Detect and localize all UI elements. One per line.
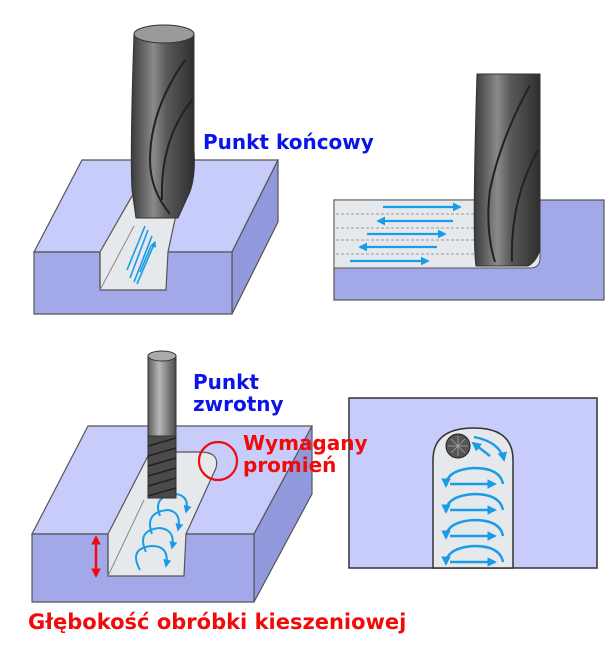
panel-side-milling-section xyxy=(333,73,605,301)
zigzag-arrows xyxy=(126,225,156,285)
turn-point-label-line2: zwrotny xyxy=(193,392,284,416)
required-radius-circle xyxy=(197,440,239,482)
layer-arrows xyxy=(350,202,462,266)
required-radius-label-line2: promień xyxy=(243,453,337,477)
small-end-mill-tool xyxy=(147,350,177,499)
dashed-layers xyxy=(336,213,538,255)
panel-slotting-3d xyxy=(33,24,279,315)
turn-point-label-line1: Punkt xyxy=(193,370,259,394)
pocket-floor xyxy=(107,451,218,577)
panel-pocket-top-view xyxy=(348,397,598,569)
end-point-label: Punkt końcowy xyxy=(203,130,374,154)
end-mill-tool xyxy=(130,24,195,219)
tool-cross-section xyxy=(445,433,471,459)
end-mill-tool-side xyxy=(473,73,541,267)
pocket-depth-label: Głębokość obróbki kieszeniowej xyxy=(28,610,407,634)
panel-pocket-3d xyxy=(31,350,314,603)
top-view-loop-arrows xyxy=(441,435,508,567)
required-radius-label-line1: Wymagany xyxy=(243,431,368,455)
